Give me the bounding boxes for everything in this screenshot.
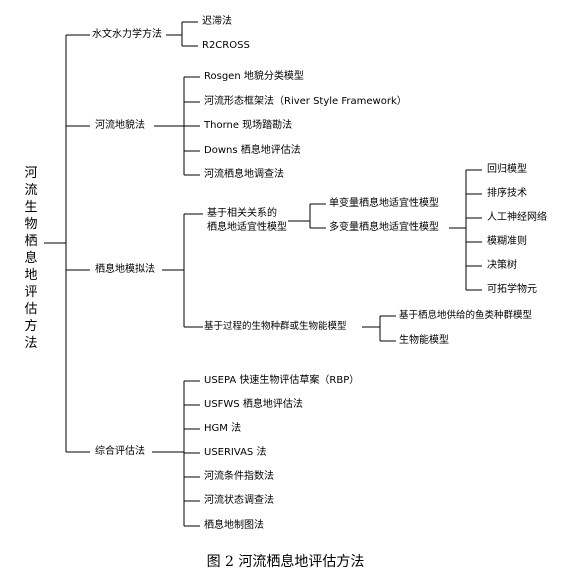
multi-item: 回归模型 bbox=[487, 164, 527, 175]
integrated-item: 河流状态调查法 bbox=[204, 495, 274, 506]
landform-item: Downs 栖息地评估法 bbox=[204, 145, 301, 156]
multi-item: 模糊准则 bbox=[487, 236, 527, 247]
hydro-item: R2CROSS bbox=[202, 40, 250, 51]
multi-item: 可拓学物元 bbox=[487, 284, 537, 295]
corr-model-label-line1: 基于相关关系的 bbox=[207, 208, 277, 219]
category-integrated: 综合评估法 bbox=[95, 446, 145, 457]
integrated-item: HGM 法 bbox=[204, 423, 242, 434]
integrated-item: USEPA 快速生物评估草案（RBP） bbox=[204, 375, 360, 386]
landform-item: 河流形态框架法（River Style Framework） bbox=[204, 96, 407, 107]
multi-item: 决策树 bbox=[487, 260, 517, 271]
integrated-item: 河流条件指数法 bbox=[204, 471, 274, 482]
figure-caption: 图 2 河流栖息地评估方法 bbox=[206, 554, 365, 570]
integrated-item: 栖息地制图法 bbox=[204, 520, 264, 531]
landform-item: Rosgen 地貌分类模型 bbox=[204, 71, 304, 82]
process-item: 生物能模型 bbox=[399, 335, 449, 346]
category-landform: 河流地貌法 bbox=[95, 120, 145, 131]
process-item: 基于栖息地供给的鱼类种群模型 bbox=[399, 310, 533, 321]
integrated-item: USFWS 栖息地评估法 bbox=[204, 399, 303, 410]
corr-model-label-line2: 栖息地适宜性模型 bbox=[207, 222, 287, 233]
category-habitat-model: 栖息地模拟法 bbox=[95, 264, 155, 275]
integrated-item: USERIVAS 法 bbox=[204, 447, 267, 458]
multi-variable-model: 多变量栖息地适宜性模型 bbox=[329, 222, 439, 233]
root-node-label: 河流生物栖息地评估方法 bbox=[24, 166, 38, 351]
landform-item: 河流栖息地调查法 bbox=[204, 169, 284, 180]
multi-item: 人工神经网络 bbox=[487, 212, 547, 223]
hydro-item: 迟滞法 bbox=[202, 16, 232, 27]
single-variable-model: 单变量栖息地适宜性模型 bbox=[329, 198, 439, 209]
multi-item: 排序技术 bbox=[487, 188, 527, 199]
connector-lines bbox=[44, 21, 482, 527]
process-model-label: 基于过程的生物种群或生物能模型 bbox=[204, 321, 347, 332]
landform-item: Thorne 现场踏勘法 bbox=[204, 120, 293, 131]
category-hydro: 水文水力学方法 bbox=[92, 29, 162, 40]
